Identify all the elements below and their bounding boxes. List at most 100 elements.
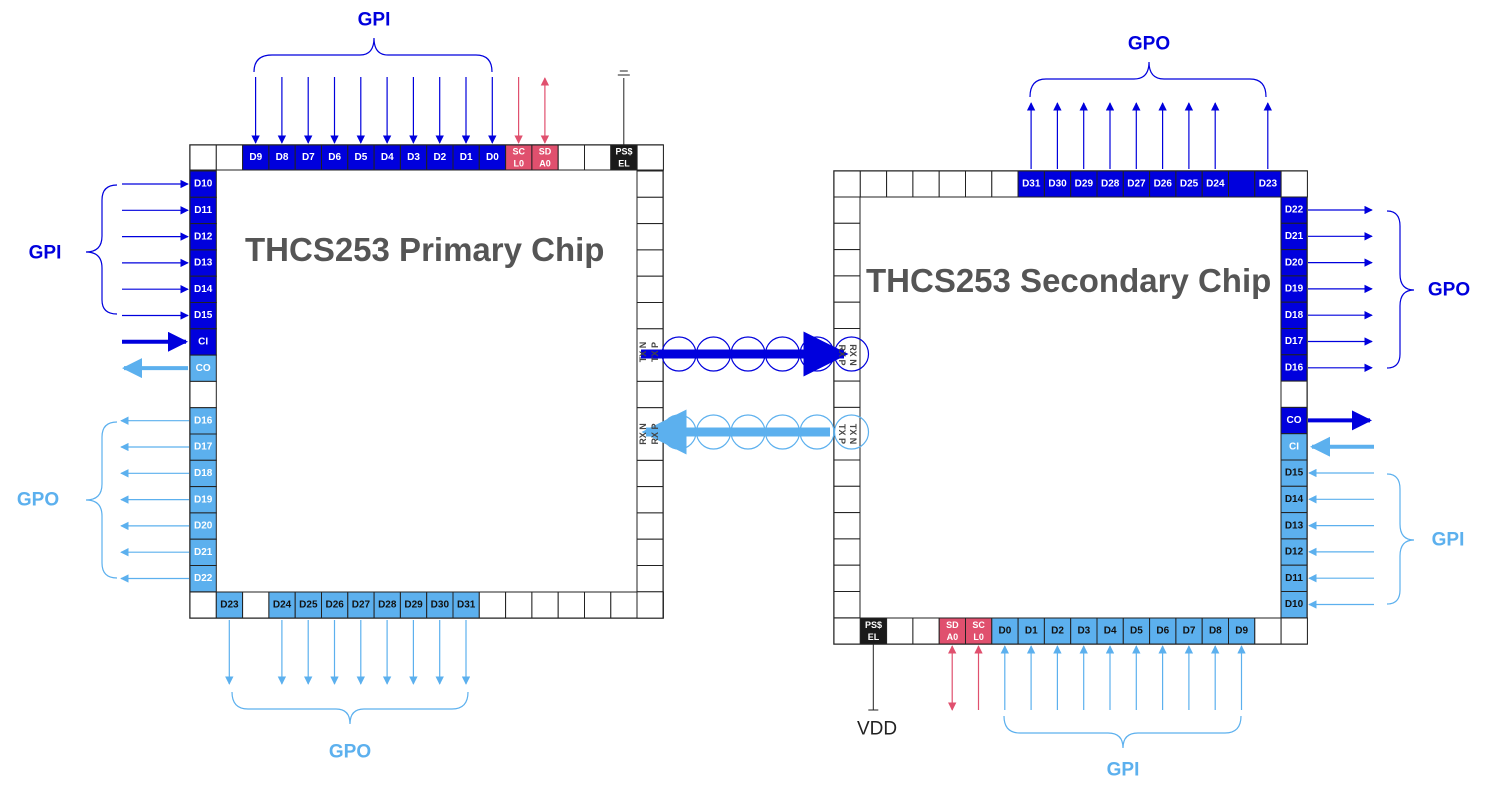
primary-top-pin-label: D4 bbox=[381, 152, 394, 163]
secondary-co-pin-label: CO bbox=[1287, 415, 1302, 426]
primary-bottom-pin-label: D25 bbox=[299, 600, 318, 611]
secondary-top-pin-label: D23 bbox=[1259, 179, 1278, 190]
secondary-top-pin-blank bbox=[1228, 170, 1256, 198]
primary-gpo-bottom-label: GPO bbox=[329, 742, 371, 763]
secondary-bottom-pin-label: D0 bbox=[999, 626, 1012, 637]
secondary-bottom-pin-empty bbox=[1254, 617, 1282, 645]
primary-bottom-pin bbox=[426, 591, 454, 619]
secondary-right-out-pin bbox=[1280, 222, 1308, 251]
primary-top-pin bbox=[268, 144, 296, 171]
primary-bottom-pin-label: D24 bbox=[273, 600, 292, 611]
secondary-left-pin-empty bbox=[833, 222, 861, 251]
secondary-top-pin bbox=[1175, 170, 1203, 198]
secondary-sda-pin bbox=[938, 617, 967, 645]
secondary-top-pin-label: D28 bbox=[1101, 179, 1120, 190]
primary-left-in-pin-label: D13 bbox=[194, 258, 213, 269]
secondary-right-out-pin-label: D21 bbox=[1285, 231, 1304, 242]
primary-gpi-left-brace bbox=[85, 184, 118, 315]
primary-top-pin-label: D6 bbox=[328, 152, 341, 163]
secondary-pssel-pin-label-b: EL bbox=[868, 632, 880, 642]
primary-chip-title: THCS253 Primary Chip bbox=[245, 231, 604, 268]
secondary-gpi-right-label: GPI bbox=[1432, 530, 1465, 551]
primary-top-pin-label: D8 bbox=[276, 152, 289, 163]
primary-top-pin-label: D1 bbox=[460, 152, 473, 163]
primary-right-pin-empty bbox=[636, 223, 664, 251]
secondary-top-pin-empty bbox=[1280, 170, 1308, 198]
secondary-left-pin-empty bbox=[833, 459, 861, 487]
secondary-bottom-pin-empty bbox=[886, 617, 914, 645]
primary-right-pin-empty bbox=[636, 538, 664, 567]
primary-top-pin-label: D0 bbox=[486, 152, 499, 163]
secondary-right-out-pin bbox=[1280, 196, 1308, 224]
secondary-right-in-pin-label: D15 bbox=[1285, 468, 1304, 479]
secondary-left-pin-empty bbox=[833, 591, 861, 619]
primary-top-pin-empty bbox=[215, 144, 244, 171]
secondary-scl-pin-label-b: L0 bbox=[973, 632, 984, 642]
secondary-bottom-pin-label: D4 bbox=[1104, 626, 1117, 637]
primary-right-pin-empty bbox=[636, 486, 664, 514]
primary-bottom-pin-label: D27 bbox=[352, 600, 371, 611]
primary-gpi-top-label: GPI bbox=[358, 10, 391, 31]
primary-bottom-pin-empty bbox=[610, 591, 638, 619]
primary-bottom-pin-empty bbox=[189, 591, 217, 619]
secondary-right-out-pin-label: D22 bbox=[1285, 205, 1304, 216]
secondary-right-out-pin bbox=[1280, 275, 1308, 303]
primary-bottom-pin-label: D29 bbox=[404, 600, 423, 611]
primary-scl-pin-label-b: L0 bbox=[513, 159, 524, 169]
primary-right-pin-empty bbox=[636, 302, 664, 330]
primary-pssel-pin-label-a: PS$ bbox=[615, 147, 632, 157]
primary-right-pin-empty bbox=[636, 512, 664, 540]
secondary-top-pin-label: D25 bbox=[1180, 179, 1199, 190]
primary-right-pin-empty bbox=[636, 275, 664, 304]
secondary-right-out-pin bbox=[1280, 354, 1308, 382]
secondary-left-pin-empty bbox=[833, 564, 861, 593]
primary-left-out-pin-label: D17 bbox=[194, 442, 213, 453]
secondary-left-pin-empty bbox=[833, 249, 861, 277]
secondary-right-in-pin bbox=[1280, 591, 1308, 619]
serial-link-coil bbox=[833, 414, 870, 450]
secondary-top-pin bbox=[1043, 170, 1072, 198]
primary-top-pin bbox=[347, 144, 375, 171]
primary-bottom-pin-label: D30 bbox=[431, 600, 450, 611]
secondary-top-pin bbox=[1122, 170, 1151, 198]
primary-top-pin-label: D2 bbox=[433, 152, 446, 163]
secondary-ci-pin-label: CI bbox=[1289, 441, 1299, 452]
secondary-right-in-pin-label: D10 bbox=[1285, 599, 1304, 610]
primary-bottom-pin bbox=[215, 591, 244, 619]
primary-left-in-pin-label: D12 bbox=[194, 231, 213, 242]
secondary-left-pin-empty bbox=[833, 275, 861, 303]
secondary-vdd-label: VDD bbox=[857, 719, 897, 740]
secondary-gpo-top-label: GPO bbox=[1128, 34, 1170, 55]
primary-left-out-pin-label: D20 bbox=[194, 521, 213, 532]
primary-pssel-pin-label-b: EL bbox=[618, 159, 630, 169]
primary-bottom-pin-empty bbox=[242, 591, 270, 619]
primary-left-in-pin bbox=[189, 249, 217, 277]
primary-gpo-left-brace bbox=[85, 421, 118, 579]
secondary-tx-p-label: TX P bbox=[837, 424, 847, 444]
primary-right-pin-empty bbox=[636, 565, 664, 593]
secondary-right-pin-empty bbox=[1280, 380, 1308, 408]
primary-top-pin-empty bbox=[189, 144, 217, 171]
secondary-pssel-pin-label-a: PS$ bbox=[865, 620, 882, 630]
primary-sda-pin-label-a: SD bbox=[539, 147, 552, 157]
secondary-pssel-pin bbox=[859, 617, 888, 645]
secondary-bottom-pin-empty bbox=[1280, 617, 1308, 645]
secondary-top-pin-empty bbox=[938, 170, 967, 198]
primary-top-pin-empty bbox=[557, 144, 586, 171]
primary-top-pin bbox=[478, 144, 507, 171]
primary-chip-body bbox=[189, 144, 664, 619]
primary-top-pin-label: D7 bbox=[302, 152, 315, 163]
secondary-left-pin-empty bbox=[833, 380, 861, 408]
primary-left-in-pin-label: D14 bbox=[194, 284, 213, 295]
secondary-right-out-pin bbox=[1280, 301, 1308, 330]
primary-left-out-pin bbox=[189, 433, 217, 461]
primary-left-in-pin bbox=[189, 302, 217, 330]
secondary-chip-body bbox=[833, 170, 1308, 645]
secondary-top-pin-label: D31 bbox=[1022, 179, 1041, 190]
secondary-top-pin-empty bbox=[859, 170, 888, 198]
primary-bottom-pin-empty bbox=[557, 591, 586, 619]
primary-left-in-pin bbox=[189, 223, 217, 251]
primary-rx-p-label: RX P bbox=[650, 423, 660, 444]
secondary-right-in-pin bbox=[1280, 512, 1308, 540]
primary-left-out-pin-label: D21 bbox=[194, 547, 213, 558]
